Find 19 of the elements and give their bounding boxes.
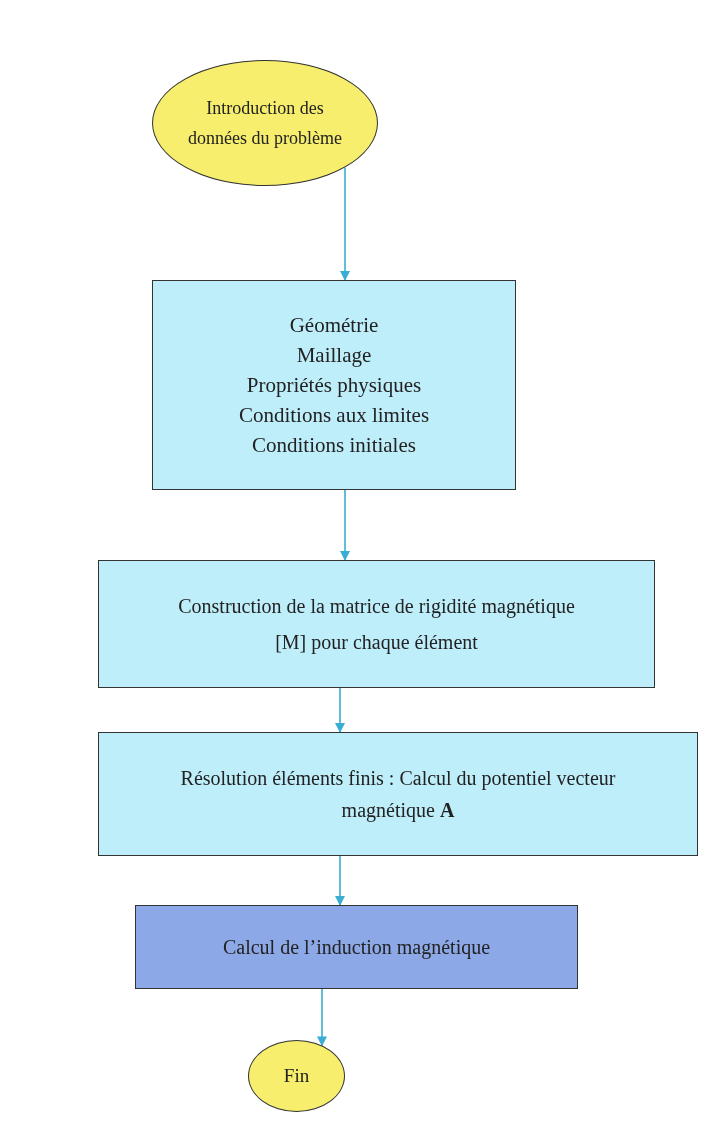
node-label: Propriétés physiques xyxy=(246,372,422,399)
node-label: Géométrie xyxy=(289,312,379,339)
node-label: Conditions initiales xyxy=(252,432,416,459)
node-label: Conditions aux limites xyxy=(238,402,430,429)
node-label: Construction de la matrice de rigidité magnétique [M] pour chaque élément xyxy=(177,594,576,656)
node-label: Introduction des données du problème xyxy=(187,97,343,150)
arrow xyxy=(335,687,345,733)
process-box xyxy=(98,560,655,688)
arrow xyxy=(340,166,350,281)
arrow xyxy=(317,988,327,1047)
process-box xyxy=(135,905,578,989)
node-label: Fin xyxy=(282,1063,311,1088)
node-label: Calcul de l’induction magnétique xyxy=(221,935,492,961)
node-label: Résolution éléments finis : Calcul du potentiel vecteur magnétique A xyxy=(179,766,617,824)
node-label: Maillage xyxy=(296,342,372,369)
arrow xyxy=(340,489,350,561)
process-box xyxy=(98,732,698,856)
process-box xyxy=(152,280,516,490)
arrow xyxy=(335,855,345,906)
